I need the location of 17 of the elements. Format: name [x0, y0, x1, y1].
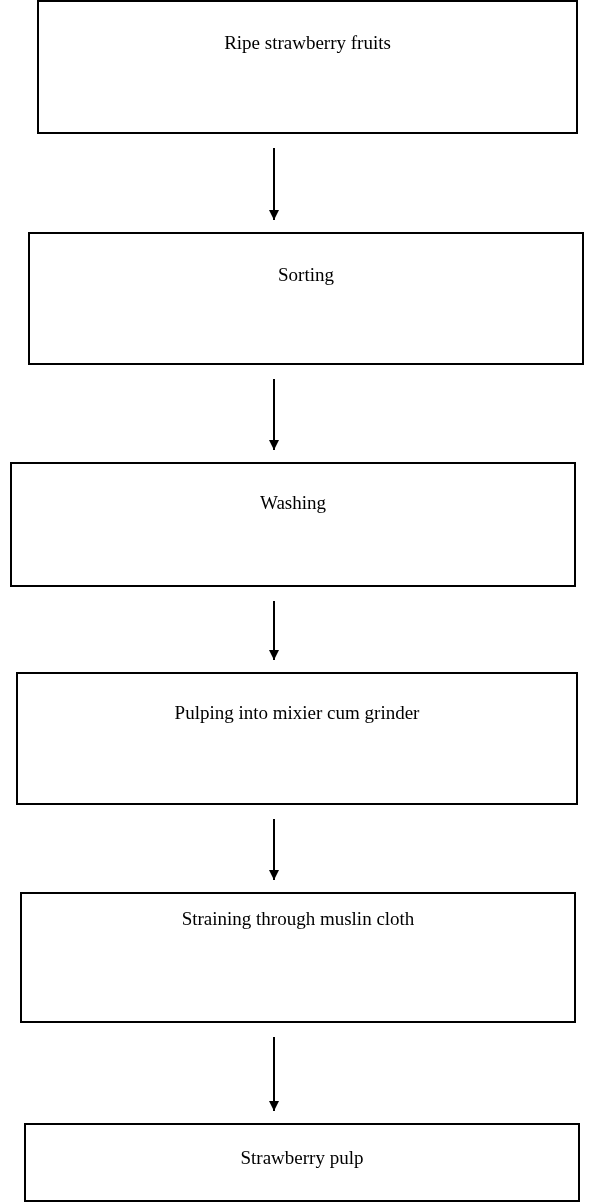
step-label: Straining through muslin cloth	[180, 908, 416, 930]
step-label: Ripe strawberry fruits	[223, 32, 392, 54]
step-label: Sorting	[277, 264, 335, 286]
arrow	[269, 1036, 279, 1112]
step-label: Pulping into mixier cum grinder	[173, 702, 421, 724]
process-box	[28, 232, 584, 365]
step-label: Washing	[259, 492, 327, 514]
process-box	[20, 892, 576, 1023]
arrow	[269, 147, 279, 221]
arrow	[269, 600, 279, 661]
process-box	[24, 1123, 580, 1202]
arrow	[269, 378, 279, 451]
process-box	[16, 672, 578, 805]
process-box	[37, 0, 578, 134]
arrow	[269, 818, 279, 881]
process-box	[10, 462, 576, 587]
step-label: Strawberry pulp	[239, 1147, 365, 1169]
